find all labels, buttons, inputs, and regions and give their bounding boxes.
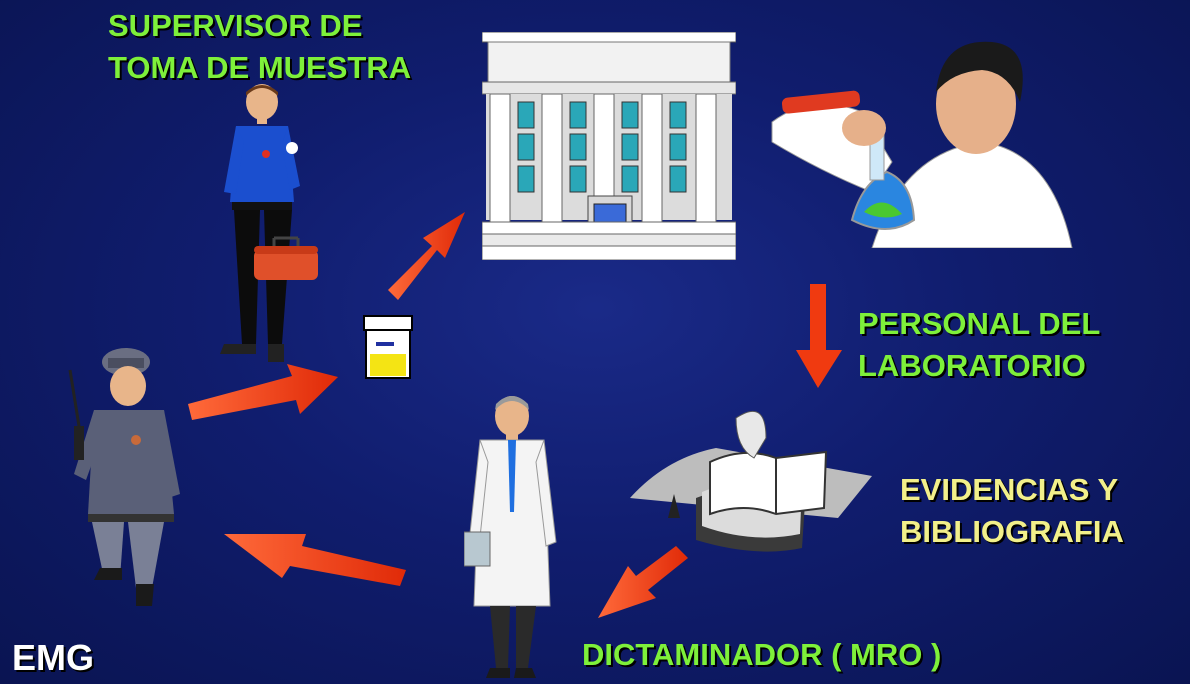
supervisor-label-line2: TOMA DE MUESTRA xyxy=(108,50,412,85)
personal-label-line2: LABORATORIO xyxy=(858,348,1086,383)
arrow-icon xyxy=(224,534,406,586)
arrow-icon xyxy=(388,212,465,300)
evidencias-label: EVIDENCIAS Y BIBLIOGRAFIA xyxy=(900,472,1124,550)
specimen-container-icon xyxy=(363,315,413,379)
arrow-icon xyxy=(796,284,842,388)
personal-label: PERSONAL DEL LABORATORIO xyxy=(858,306,1100,384)
author-label: EMG xyxy=(12,637,95,678)
books-icon xyxy=(630,410,872,552)
laboratory-building-icon xyxy=(482,32,736,260)
guard-figure-icon xyxy=(68,348,180,606)
supervisor-label-line1: SUPERVISOR DE xyxy=(108,8,363,43)
dictaminador-label: DICTAMINADOR ( MRO ) xyxy=(582,637,942,672)
worker-figure-icon xyxy=(220,84,318,362)
doctor-figure-icon xyxy=(464,396,557,678)
scientist-figure-icon xyxy=(771,41,1073,248)
evidencias-label-line2: BIBLIOGRAFIA xyxy=(900,514,1124,549)
personal-label-line1: PERSONAL DEL xyxy=(858,306,1101,341)
evidencias-label-line1: EVIDENCIAS Y xyxy=(900,472,1119,507)
supervisor-label: SUPERVISOR DE TOMA DE MUESTRA xyxy=(108,8,411,86)
arrow-icon xyxy=(188,364,338,420)
arrow-icon xyxy=(598,546,688,618)
